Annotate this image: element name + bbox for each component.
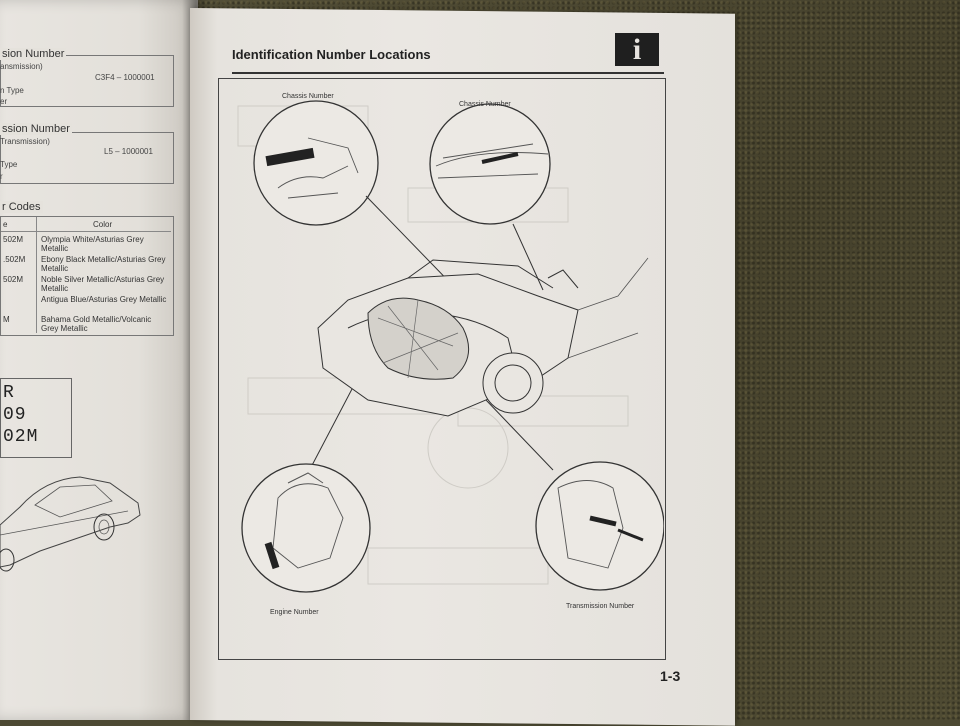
info-icon: i — [615, 33, 659, 66]
car-engine-illustration — [317, 257, 649, 417]
table-header-rule — [1, 231, 171, 232]
table-header-color: Color — [93, 220, 113, 229]
table-row-code: .502M — [3, 255, 26, 264]
chassis-number-label-right: Chassis Number — [459, 101, 511, 108]
page-number: 1-3 — [660, 668, 681, 684]
chassis-inset-left — [253, 100, 379, 226]
section2-type-label: Type — [0, 160, 18, 169]
table-row-code: 502M — [3, 235, 24, 244]
color-codes-table: e Color 502M Olympia White/Asturias Grey… — [0, 216, 174, 336]
title-rule — [232, 72, 664, 74]
identification-diagram — [237, 100, 664, 593]
table-row-code: M — [3, 315, 10, 324]
transmission-number-box — [0, 132, 174, 184]
vin-line: R — [3, 383, 15, 403]
table-row-color: Noble Silver Metallic/Asturias Grey Meta… — [41, 275, 165, 293]
section2-serial-label: r — [0, 172, 3, 181]
table-row-color: Olympia White/Asturias Grey Metallic — [41, 235, 144, 253]
section1-title: sion Number — [0, 48, 67, 60]
engine-number-label: Engine Number — [270, 609, 319, 616]
section2-title: ssion Number — [0, 123, 72, 135]
diagram-frame — [218, 78, 666, 660]
vin-plate: R 09 02M — [0, 378, 72, 458]
engine-inset — [241, 463, 371, 593]
table-row-color: Bahama Gold Metallic/Volcanic Grey Metal… — [41, 315, 152, 333]
engine-number-box — [0, 55, 174, 107]
section1-type-label: n Type — [0, 86, 24, 95]
section1-serial-label: er — [0, 97, 8, 106]
vin-line: 02M — [3, 427, 39, 447]
left-page: sion Number ansmission) C3F4 – 1000001 n… — [0, 0, 198, 720]
chassis-number-label-left: Chassis Number — [282, 93, 334, 100]
section2-subtitle: Transmission) — [0, 137, 50, 146]
transmission-inset — [535, 461, 664, 591]
page-title: Identification Number Locations — [232, 47, 431, 62]
table-divider — [36, 217, 37, 333]
section1-subtitle: ansmission) — [0, 62, 43, 71]
section2-code: L5 – 1000001 — [104, 147, 153, 156]
table-row-code: 502M — [3, 275, 24, 284]
car-side-illustration — [0, 476, 141, 572]
table-header-code: e — [3, 220, 8, 229]
section1-code: C3F4 – 1000001 — [95, 73, 155, 82]
vin-line: 09 — [3, 405, 27, 425]
codes-title: r Codes — [0, 201, 43, 213]
transmission-number-label: Transmission Number — [566, 603, 635, 610]
table-row-color: Antigua Blue/Asturias Grey Metallic — [41, 295, 167, 304]
chassis-inset-right — [429, 103, 551, 225]
table-row-color: Ebony Black Metallic/Asturias Grey Metal… — [41, 255, 166, 273]
